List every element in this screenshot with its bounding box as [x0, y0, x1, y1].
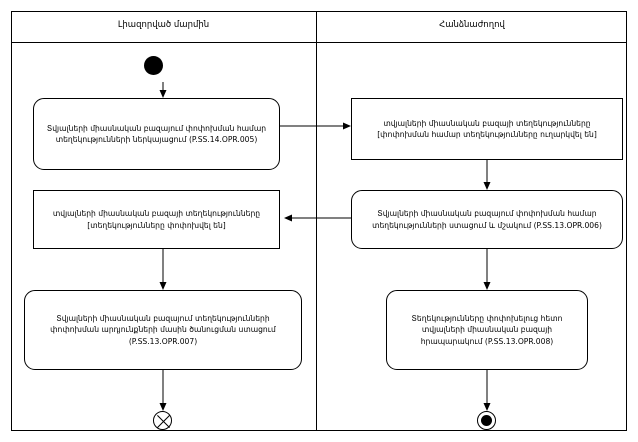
action-node-opr-007-line3: (P.SS.13.OPR.007) — [128, 336, 198, 346]
object-node-information-changed-line1: տվյալների միասնական բազայի տեղեկությունն… — [52, 209, 261, 218]
swimlane-header-left: Լիազորված մարմին — [117, 20, 210, 30]
flow-final-cross-icon — [157, 415, 170, 428]
swimlane-frame — [11, 11, 627, 431]
swimlane-header-right: Հանձնաժողով — [439, 20, 505, 30]
flow-final-node[interactable] — [153, 411, 172, 430]
action-node-opr-008[interactable]: Տեղեկությունները փոփոխելուց հետո տվյալնե… — [386, 290, 588, 370]
initial-node[interactable] — [144, 56, 163, 75]
action-node-opr-006-line1: Տվյալների միասնական բազայում փոփոխման հա… — [377, 209, 597, 218]
activity-final-inner-dot — [480, 414, 492, 426]
action-node-opr-006-line2: տեղեկությունների ստացում և մշակում (P.SS… — [372, 220, 602, 230]
action-node-opr-007[interactable]: Տվյալների միասնական բազայում տեղեկությու… — [24, 290, 302, 370]
object-node-information-changed-line2: [տեղեկությունները փոփոխվել են] — [87, 220, 226, 230]
action-node-opr-007-line1: Տվյալների միասնական բազայում տեղեկությու… — [56, 313, 270, 323]
action-node-opr-005-line1: Տվյալների միասնական բազայում փոփոխման հա… — [46, 123, 267, 133]
action-node-opr-006[interactable]: Տվյալների միասնական բազայում փոփոխման հա… — [351, 190, 623, 249]
activity-final-node[interactable] — [477, 411, 496, 430]
action-node-opr-007-line2: փոփոխման արդյունքների մասին ծանուցման ստ… — [50, 325, 276, 335]
action-node-opr-008-line1: Տեղեկությունները փոփոխելուց հետո — [411, 313, 563, 323]
action-node-opr-005[interactable]: Տվյալների միասնական բազայում փոփոխման հա… — [33, 98, 280, 170]
object-node-information-changed[interactable]: տվյալների միասնական բազայի տեղեկությունն… — [33, 190, 280, 249]
object-node-information-sent-line1: տվյալների միասնական բազայի տեղեկությունն… — [383, 118, 591, 128]
swimlane-divider — [316, 11, 317, 431]
action-node-opr-008-line2: տվյալների միասնական բազայի — [421, 325, 553, 335]
action-node-opr-005-line2: տեղեկությունների ներկայացում (P.SS.14.OP… — [55, 135, 258, 144]
object-node-information-sent-line2: [փոփոխման համար տեղեկությունները ուղարկվ… — [377, 130, 597, 139]
swimlane-header-rule — [11, 42, 627, 43]
action-node-opr-008-line3: հրապարակում (P.SS.13.OPR.008) — [420, 336, 554, 346]
object-node-information-sent[interactable]: տվյալների միասնական բազայի տեղեկությունն… — [351, 98, 623, 160]
